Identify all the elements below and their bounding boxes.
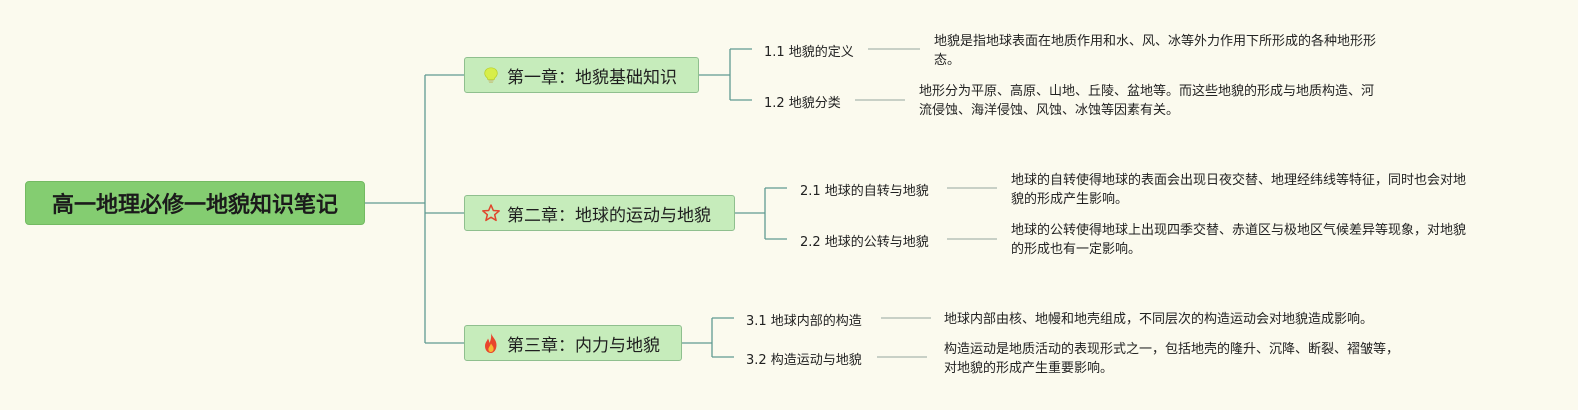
description-2-1[interactable]: 地球的自转使得地球的表面会出现日夜交替、地理经纬线等特征，同时也会对地 貌的形成… bbox=[1011, 171, 1531, 209]
description-1-2-line-1: 地形分为平原、高原、山地、丘陵、盆地等。而这些地貌的形成与地质构造、河 bbox=[919, 84, 1375, 99]
root-topic-label: 高一地理必修一地貌知识笔记 bbox=[51, 193, 338, 218]
description-1-1-line-2: 态。 bbox=[934, 53, 961, 68]
subtopic-1-2[interactable]: 1.2 地貌分类 bbox=[764, 96, 841, 111]
subtopic-1-1[interactable]: 1.1 地貌的定义 bbox=[764, 45, 854, 60]
description-2-2[interactable]: 地球的公转使得地球上出现四季交替、赤道区与极地区气候差异等现象，对地貌 的形成也… bbox=[1011, 221, 1531, 259]
description-1-2[interactable]: 地形分为平原、高原、山地、丘陵、盆地等。而这些地貌的形成与地质构造、河 流侵蚀、… bbox=[919, 82, 1419, 120]
chapter-1-label: 第一章：地貌基础知识 bbox=[507, 67, 677, 88]
fire-icon bbox=[481, 333, 501, 353]
subtopic-3-2[interactable]: 3.2 构造运动与地貌 bbox=[746, 353, 862, 368]
chapter-2-topic[interactable]: 第二章：地球的运动与地貌 bbox=[464, 195, 735, 231]
description-2-1-line-2: 貌的形成产生影响。 bbox=[1011, 192, 1129, 207]
description-3-1[interactable]: 地球内部由核、地幔和地壳组成，不同层次的构造运动会对地貌造成影响。 bbox=[944, 310, 1424, 329]
description-3-2-line-2: 对地貌的形成产生重要影响。 bbox=[944, 361, 1114, 376]
chapter-3-topic[interactable]: 第三章：内力与地貌 bbox=[464, 325, 682, 361]
description-3-2-line-1: 构造运动是地质活动的表现形式之一，包括地壳的隆升、沉降、断裂、褶皱等， bbox=[944, 342, 1400, 357]
subtopic-2-2[interactable]: 2.2 地球的公转与地貌 bbox=[800, 235, 929, 250]
chapter-1-topic[interactable]: 第一章：地貌基础知识 bbox=[464, 57, 699, 93]
description-2-2-line-2: 的形成也有一定影响。 bbox=[1011, 242, 1142, 257]
subtopic-3-1[interactable]: 3.1 地球内部的构造 bbox=[746, 314, 862, 329]
root-topic[interactable]: 高一地理必修一地貌知识笔记 bbox=[25, 181, 365, 225]
subtopic-2-1[interactable]: 2.1 地球的自转与地貌 bbox=[800, 184, 929, 199]
lightbulb-icon bbox=[481, 65, 501, 85]
chapter-2-label: 第二章：地球的运动与地貌 bbox=[507, 205, 711, 226]
star-icon bbox=[481, 203, 501, 223]
description-1-2-line-2: 流侵蚀、海洋侵蚀、风蚀、冰蚀等因素有关。 bbox=[919, 103, 1180, 118]
description-2-1-line-1: 地球的自转使得地球的表面会出现日夜交替、地理经纬线等特征，同时也会对地 bbox=[1011, 173, 1467, 188]
description-3-1-line-1: 地球内部由核、地幔和地壳组成，不同层次的构造运动会对地貌造成影响。 bbox=[944, 312, 1374, 327]
description-2-2-line-1: 地球的公转使得地球上出现四季交替、赤道区与极地区气候差异等现象，对地貌 bbox=[1011, 223, 1467, 238]
description-1-1-line-1: 地貌是指地球表面在地质作用和水、风、冰等外力作用下所形成的各种地形形 bbox=[934, 34, 1377, 49]
description-3-2[interactable]: 构造运动是地质活动的表现形式之一，包括地壳的隆升、沉降、断裂、褶皱等， 对地貌的… bbox=[944, 340, 1444, 378]
description-1-1[interactable]: 地貌是指地球表面在地质作用和水、风、冰等外力作用下所形成的各种地形形 态。 bbox=[934, 32, 1419, 70]
chapter-3-label: 第三章：内力与地貌 bbox=[507, 335, 660, 356]
